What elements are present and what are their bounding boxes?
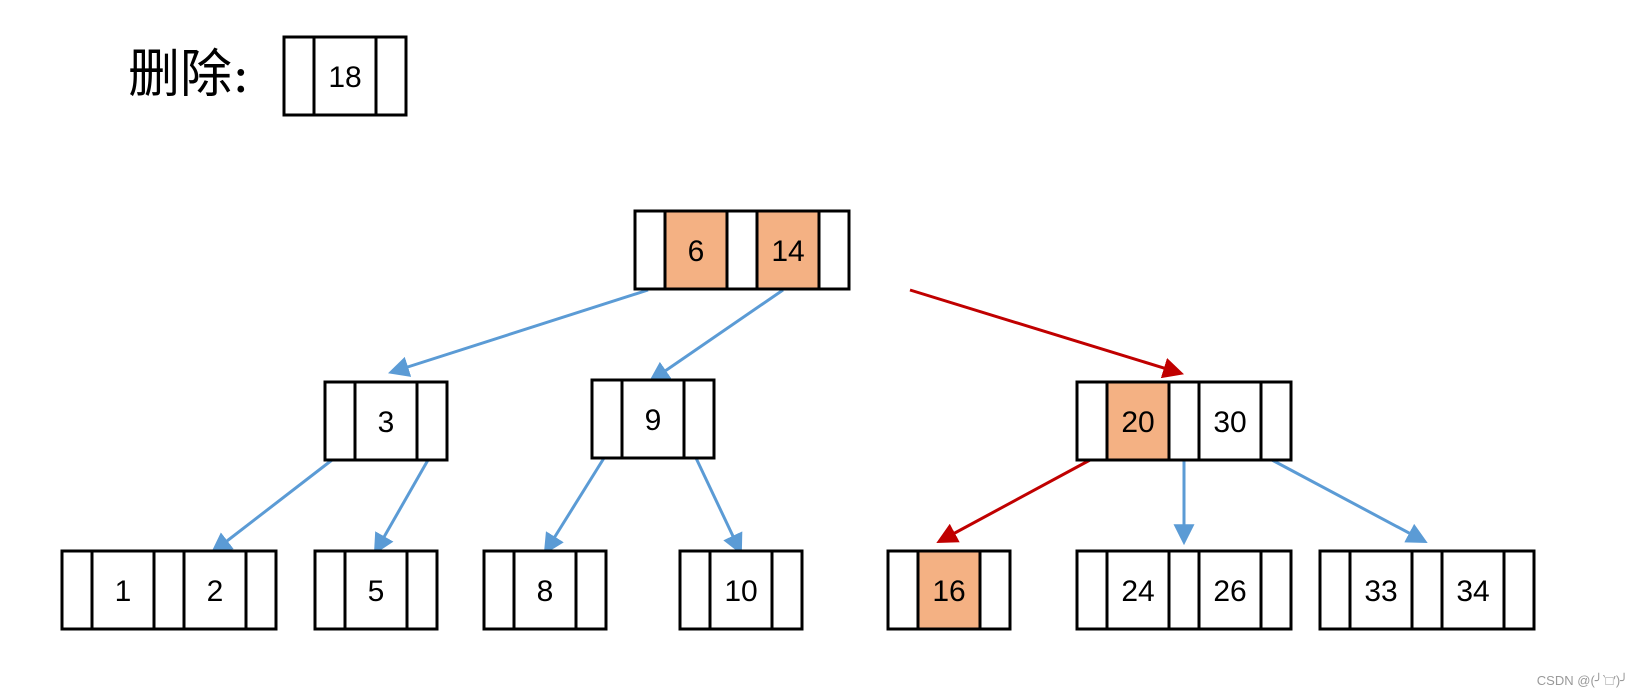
leaf-node-4-key-label: 16	[932, 575, 965, 608]
leaf-node-3: 10	[678, 549, 804, 631]
leaf-node-6-pointer-cell	[1318, 549, 1352, 631]
internal-node-2-key-cell	[1197, 380, 1263, 462]
search-path-edge	[936, 458, 1091, 543]
internal-node-1-pointer-cell	[682, 378, 716, 460]
leaf-node-4: 16	[886, 549, 1012, 631]
root-node-pointer-cell	[633, 209, 667, 291]
root-node: 6 14	[633, 209, 851, 291]
internal-node-2-key-cell	[1105, 380, 1171, 462]
root-node-key-label: 6	[688, 235, 705, 268]
internal-node-1-key-cell	[620, 378, 686, 460]
leaf-node-1-key-label: 5	[368, 575, 385, 608]
delete-label: 删除:	[128, 40, 250, 110]
search-path-edge	[909, 288, 1185, 379]
root-node-pointer-cell	[817, 209, 851, 291]
leaf-node-1-key-cell	[343, 549, 409, 631]
watermark-text: CSDN @(╯‵□′)╯	[1536, 673, 1628, 688]
leaf-node-3-key-label: 10	[724, 575, 757, 608]
leaf-node-4-pointer-cell	[978, 549, 1012, 631]
internal-node-0-pointer-cell	[323, 380, 357, 462]
delete-key-node: 18	[282, 35, 408, 117]
leaf-node-5-key-label: 26	[1213, 575, 1246, 608]
leaf-node-5: 24 26	[1075, 549, 1293, 631]
leaf-node-2: 8	[482, 549, 608, 631]
internal-node-0: 3	[323, 380, 449, 462]
internal-node-2-key-label: 20	[1121, 406, 1154, 439]
leaf-node-0-key-label: 1	[115, 575, 132, 608]
internal-node-1-pointer-cell	[590, 378, 624, 460]
leaf-node-3-pointer-cell	[678, 549, 712, 631]
leaf-node-4-pointer-cell	[886, 549, 920, 631]
leaf-node-2-pointer-cell	[574, 549, 608, 631]
root-node-key-cell	[663, 209, 729, 291]
leaf-node-6: 33 34	[1318, 549, 1536, 631]
leaf-node-5-pointer-cell	[1075, 549, 1109, 631]
leaf-node-1-pointer-cell	[313, 549, 347, 631]
leaf-node-6-pointer-cell	[1410, 549, 1444, 631]
delete-key-node-key-label: 18	[328, 61, 361, 94]
internal-node-2-pointer-cell	[1259, 380, 1293, 462]
leaf-node-1: 5	[313, 549, 439, 631]
root-node-key-cell	[755, 209, 821, 291]
leaf-node-2-pointer-cell	[482, 549, 516, 631]
internal-node-1-key-label: 9	[645, 404, 662, 437]
leaf-node-2-key-cell	[512, 549, 578, 631]
tree-edge	[648, 288, 784, 383]
leaf-node-2-key-label: 8	[537, 575, 554, 608]
leaf-node-6-key-cell	[1440, 549, 1506, 631]
root-node-pointer-cell	[725, 209, 759, 291]
leaf-node-0-pointer-cell	[152, 549, 186, 631]
leaf-node-0-pointer-cell	[60, 549, 94, 631]
internal-node-2-pointer-cell	[1167, 380, 1201, 462]
leaf-node-0-key-cell	[182, 549, 248, 631]
tree-edge	[210, 458, 333, 554]
tree-edge	[388, 288, 649, 377]
watermark: CSDN @(╯‵□′)╯	[1537, 673, 1628, 689]
internal-node-2-pointer-cell	[1075, 380, 1109, 462]
internal-node-2-key-label: 30	[1213, 406, 1246, 439]
internal-node-1: 9	[590, 378, 716, 460]
tree-edge	[543, 457, 606, 555]
edges-layer	[210, 288, 1428, 555]
leaf-node-0-pointer-cell	[244, 549, 278, 631]
internal-node-0-key-cell	[353, 380, 419, 462]
tree-edge	[373, 459, 430, 555]
leaf-node-5-key-cell	[1105, 549, 1171, 631]
delete-key-node-pointer-cell	[374, 35, 408, 117]
leaf-node-6-key-cell	[1348, 549, 1414, 631]
leaf-node-6-pointer-cell	[1502, 549, 1536, 631]
tree-edge	[1271, 458, 1428, 543]
leaf-node-3-pointer-cell	[770, 549, 804, 631]
leaf-node-6-key-label: 33	[1364, 575, 1397, 608]
leaf-node-6-key-label: 34	[1456, 575, 1489, 608]
leaf-node-5-pointer-cell	[1259, 549, 1293, 631]
leaf-node-1-pointer-cell	[405, 549, 439, 631]
delete-label-text: 删除:	[128, 45, 250, 105]
delete-key-node-pointer-cell	[282, 35, 316, 117]
tree-edge	[694, 457, 743, 555]
root-node-key-label: 14	[771, 235, 804, 268]
leaf-node-0-key-label: 2	[207, 575, 224, 608]
leaf-node-5-key-label: 24	[1121, 575, 1154, 608]
internal-node-0-pointer-cell	[415, 380, 449, 462]
leaf-node-4-key-cell	[916, 549, 982, 631]
internal-node-0-key-label: 3	[378, 406, 395, 439]
leaf-node-5-pointer-cell	[1167, 549, 1201, 631]
